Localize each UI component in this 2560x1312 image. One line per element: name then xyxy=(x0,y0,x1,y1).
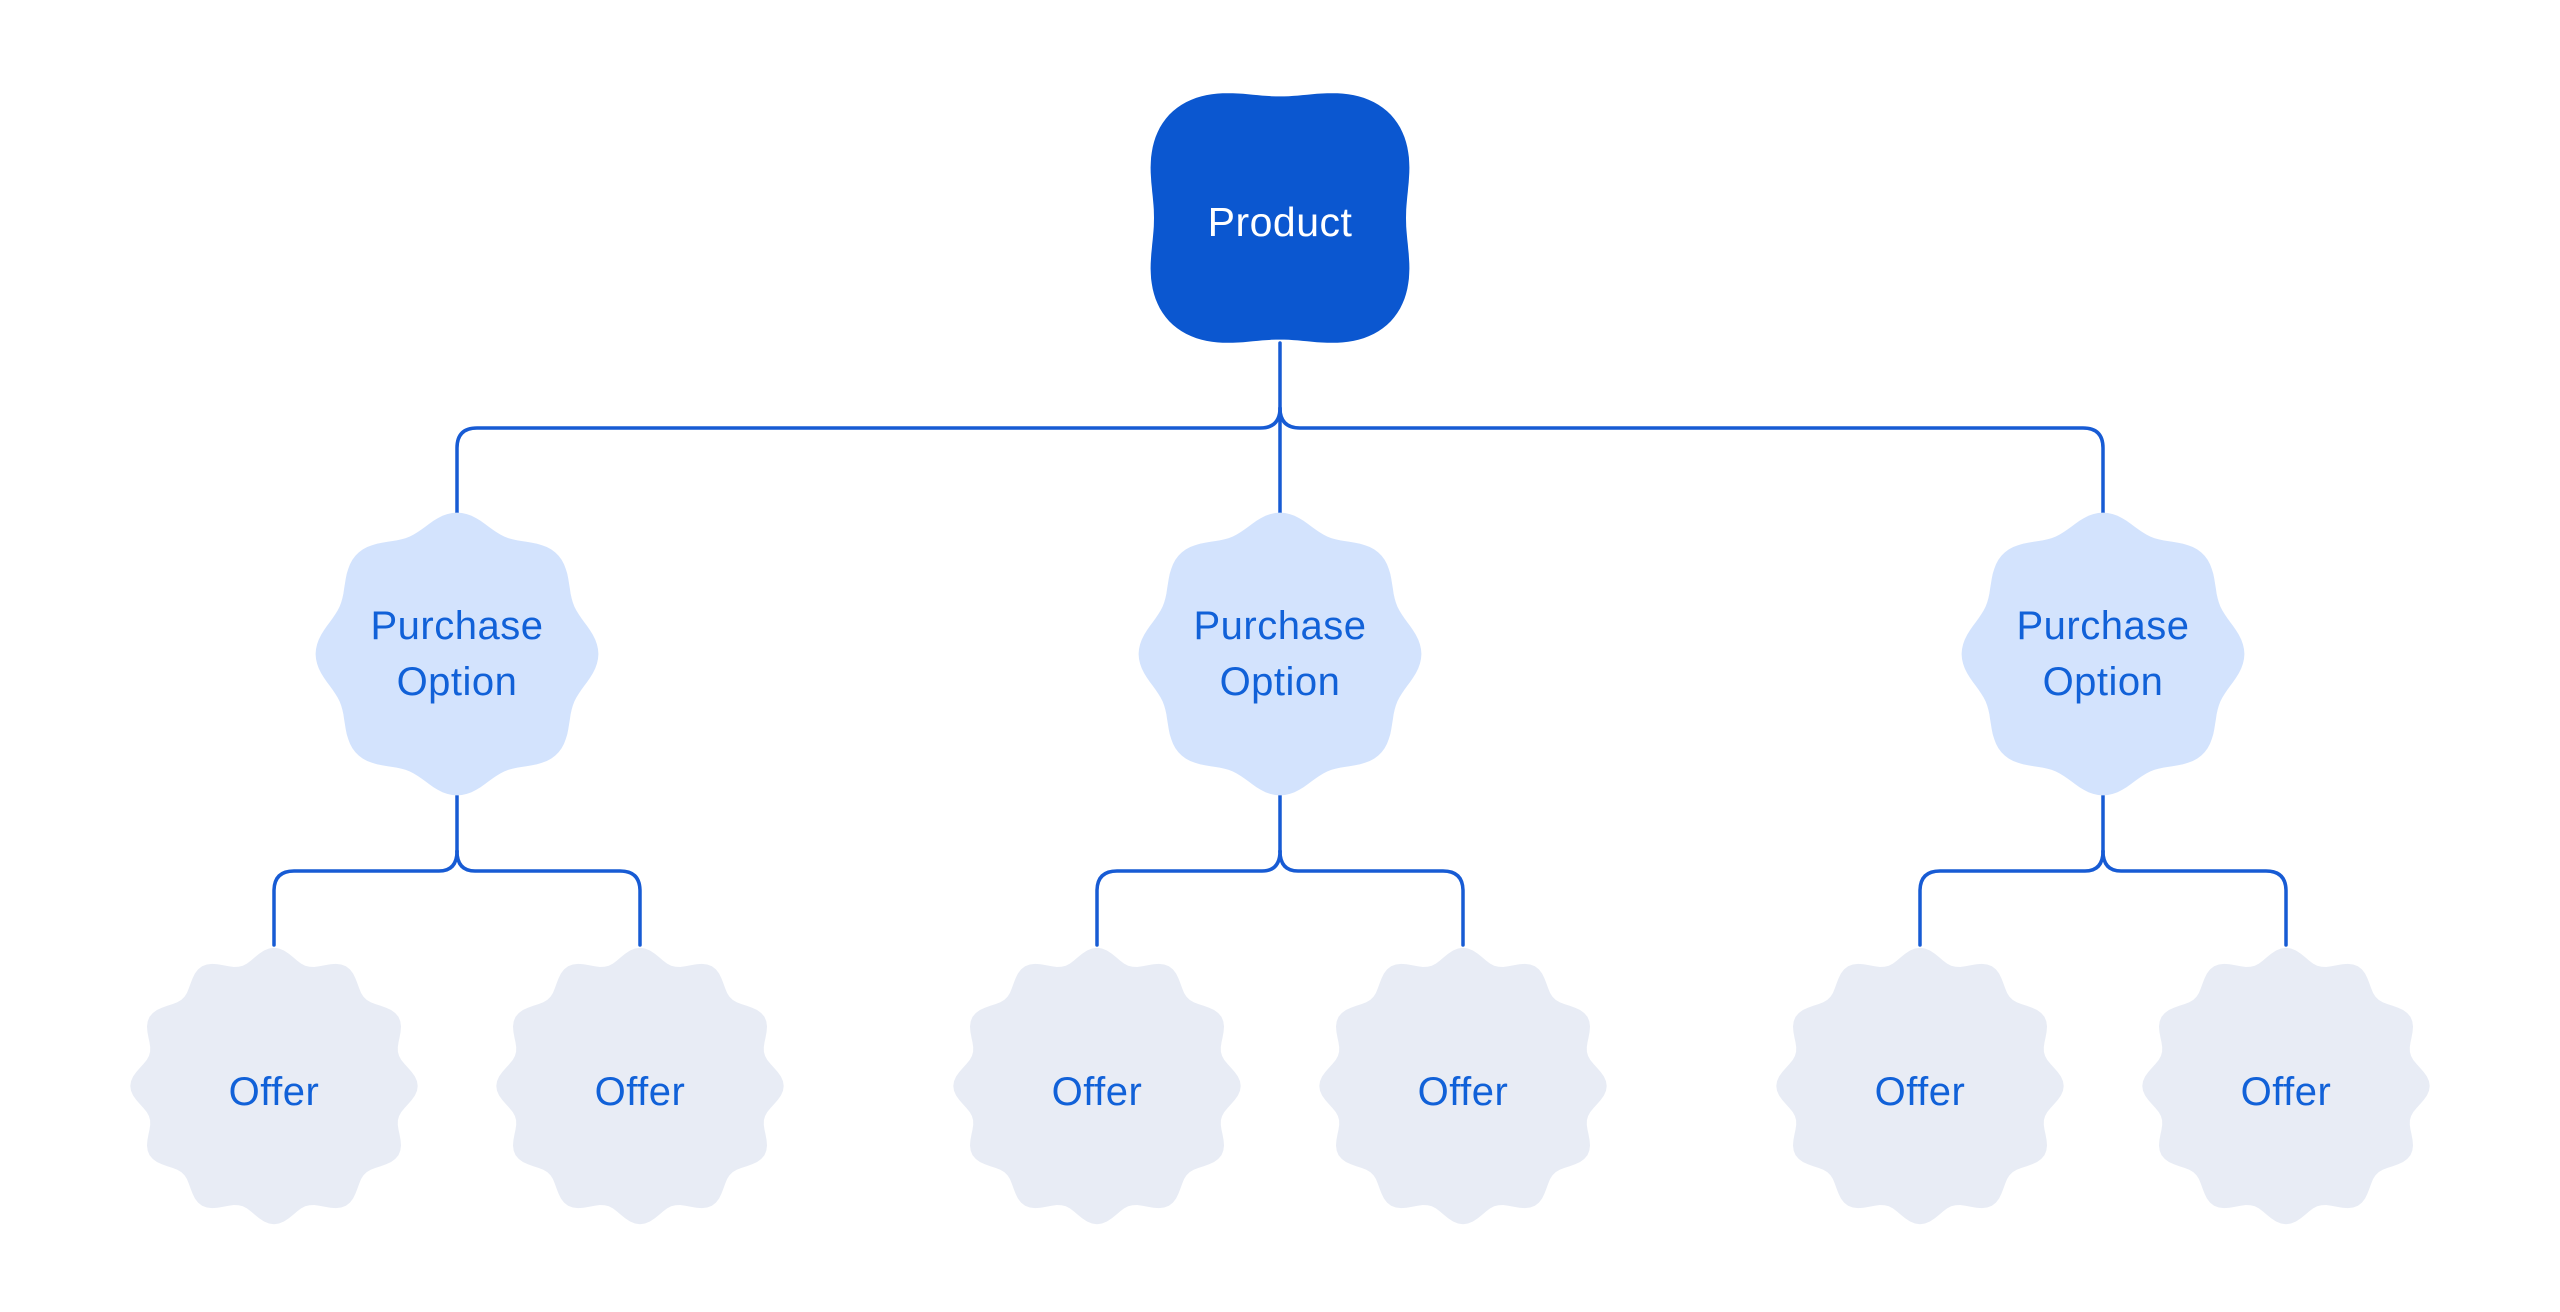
offer-node-1-1 xyxy=(130,947,418,1225)
offer-label-2-2: Offer xyxy=(1418,1070,1509,1114)
purchase-option-node-1 xyxy=(315,512,599,796)
connector-level2-left-1 xyxy=(272,849,459,947)
connector-level1-left xyxy=(455,406,1282,515)
offer-node-3-1 xyxy=(1776,947,2064,1225)
offer-node-1-2 xyxy=(496,947,784,1225)
connector-level2-right-3 xyxy=(2101,849,2288,947)
offer-label-1-2: Offer xyxy=(595,1070,686,1114)
purchase-option-node-3 xyxy=(1961,512,2245,796)
offer-label-2-1: Offer xyxy=(1052,1070,1143,1114)
purchase-option-label-line1: Purchase xyxy=(371,604,544,648)
offer-label-3-1: Offer xyxy=(1875,1070,1966,1114)
product-node xyxy=(1150,93,1410,343)
purchase-option-label-line1: Purchase xyxy=(1194,604,1367,648)
connector-level1-right xyxy=(1278,406,2105,515)
product-label: Product xyxy=(1208,199,1353,245)
offer-label-1-1: Offer xyxy=(229,1070,320,1114)
offer-node-3-2 xyxy=(2142,947,2430,1225)
purchase-option-node-2 xyxy=(1138,512,1422,796)
purchase-option-label-line2: Option xyxy=(1220,660,1341,704)
offer-node-2-1 xyxy=(953,947,1241,1225)
offer-label-3-2: Offer xyxy=(2241,1070,2332,1114)
purchase-option-label-line1: Purchase xyxy=(2017,604,2190,648)
connector-level2-right-2 xyxy=(1278,849,1465,947)
purchase-option-label-line2: Option xyxy=(397,660,518,704)
connector-level2-left-2 xyxy=(1095,849,1282,947)
connector-level2-left-3 xyxy=(1918,849,2105,947)
purchase-option-label-line2: Option xyxy=(2043,660,2164,704)
offer-node-2-2 xyxy=(1319,947,1607,1225)
connector-level2-right-1 xyxy=(455,849,642,947)
